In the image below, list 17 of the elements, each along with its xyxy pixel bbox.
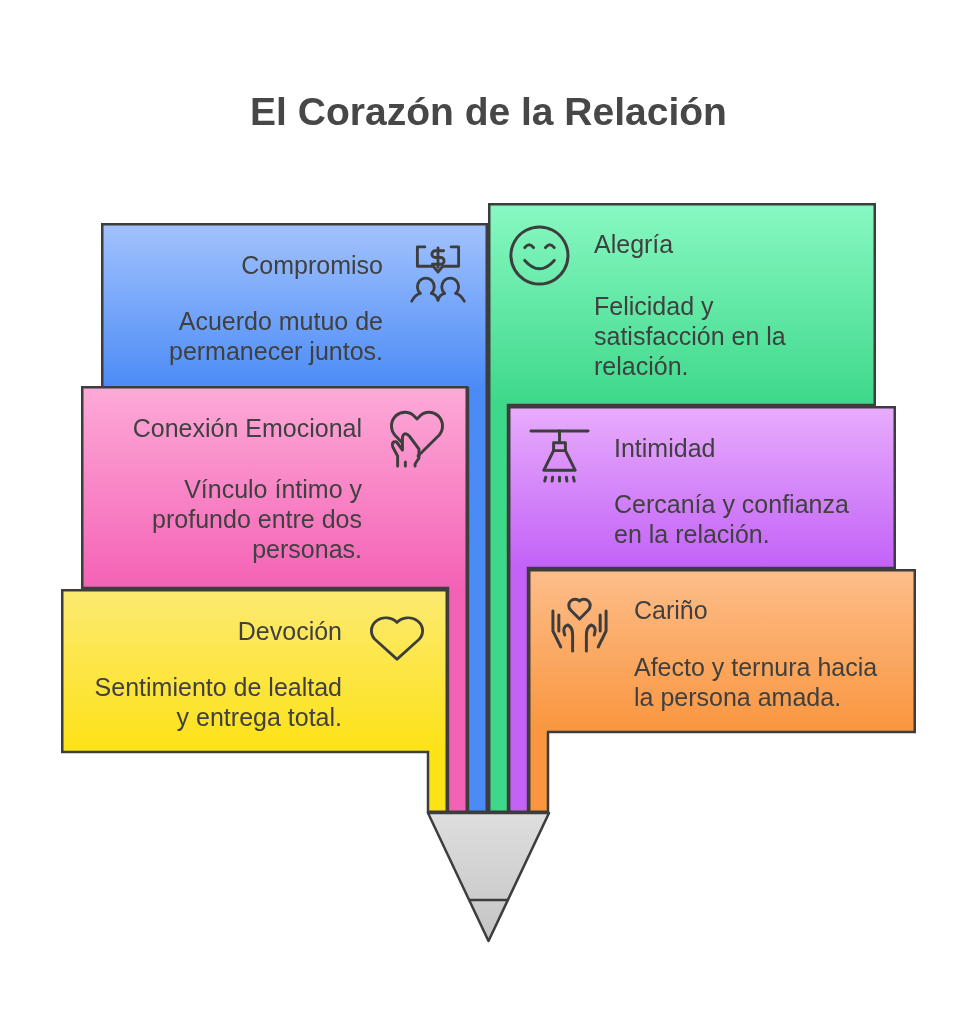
box-heading: Alegría (594, 229, 674, 259)
box-heading: Intimidad (614, 433, 716, 463)
flag-box (81, 386, 468, 813)
box-heading: Compromiso (241, 250, 383, 280)
flag-box (61, 589, 448, 813)
box-description: Afecto y ternura hacia la persona amada. (634, 652, 879, 712)
flag-box (528, 569, 916, 813)
box-description: Sentimiento de lealtad y entrega total. (93, 672, 342, 732)
box-description: Acuerdo mutuo de permanecer juntos. (168, 306, 383, 366)
box-description: Cercanía y confianza en la relación. (614, 489, 850, 549)
box-heading: Conexión Emocional (132, 413, 362, 443)
box-description: Felicidad y satisfacción en la relación. (594, 291, 787, 381)
box-description: Vínculo íntimo y profundo entre dos personas. (151, 474, 362, 564)
diagram-title: El Corazón de la Relación (249, 89, 728, 135)
box-heading: Devoción (237, 616, 342, 646)
box-heading: Cariño (634, 595, 708, 625)
flag-box (508, 406, 896, 813)
